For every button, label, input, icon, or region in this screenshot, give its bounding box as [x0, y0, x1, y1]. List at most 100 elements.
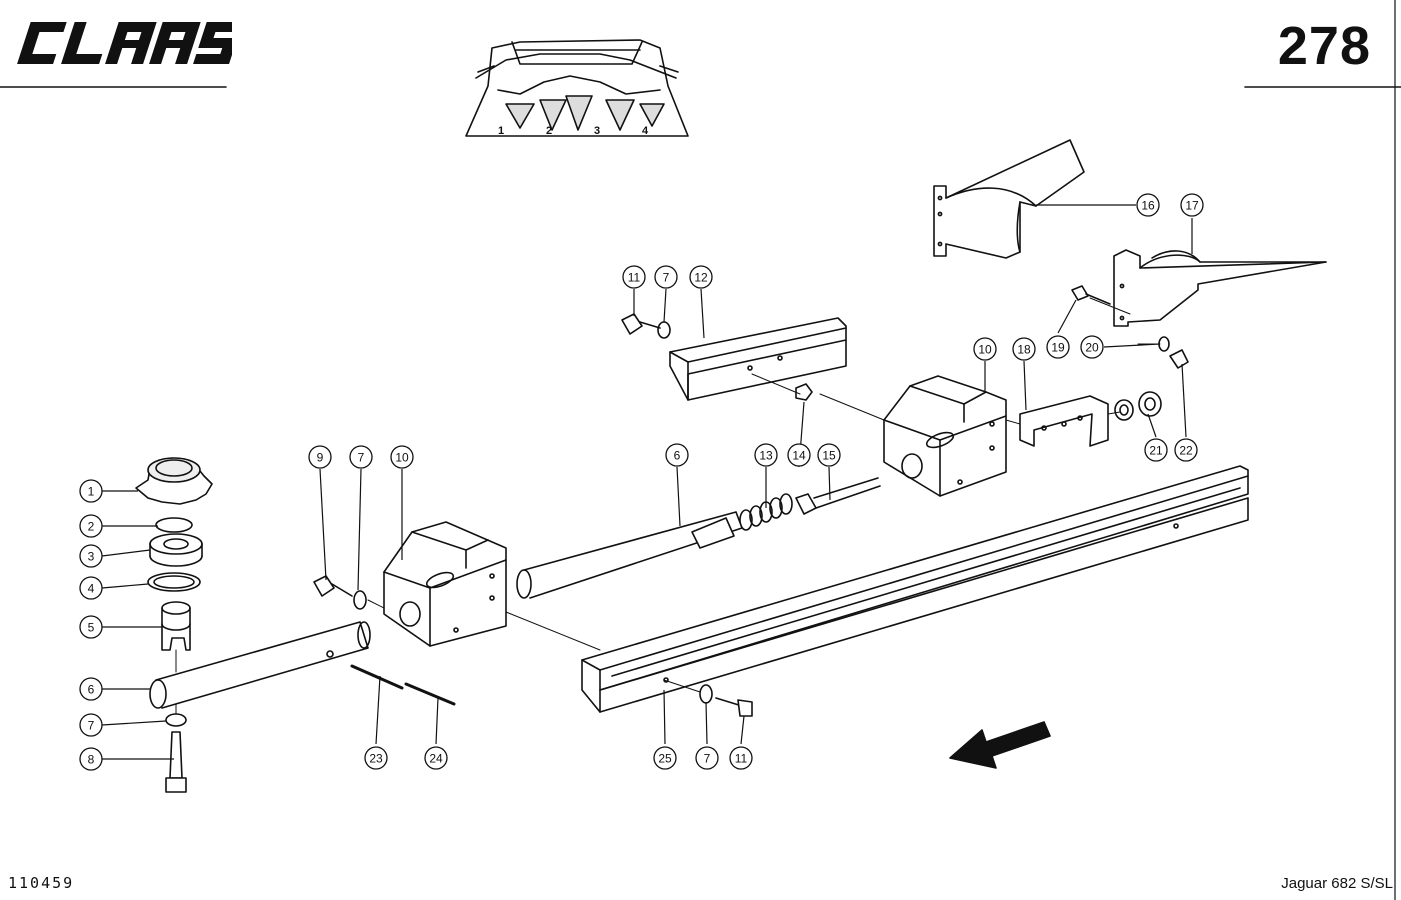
callout-label: 6: [88, 683, 95, 697]
callout-leaders: [101, 204, 1193, 760]
callout-label: 16: [1141, 199, 1155, 213]
callout-label: 9: [317, 451, 324, 465]
part-22-nut: [1138, 349, 1189, 417]
callout-marker: 7: [695, 746, 719, 770]
callout-marker: 7: [654, 265, 678, 289]
overview-row-label: 4: [642, 125, 649, 137]
callout-circle: [390, 445, 414, 469]
callout-marker: 12: [689, 265, 713, 289]
callout-marker: 16: [1136, 193, 1160, 217]
model-designation: Jaguar 682 S/SL: [1281, 875, 1393, 892]
callout-marker: 1: [79, 479, 103, 503]
part-17-shield: [1113, 249, 1327, 327]
callout-circle: [364, 746, 388, 770]
callout-marker: 21: [1144, 438, 1168, 462]
part-4-circlip: [147, 572, 201, 592]
callout-label: 6: [674, 449, 681, 463]
callout-marker: 15: [817, 443, 841, 467]
callout-label: 12: [694, 271, 708, 285]
callout-label: 23: [369, 752, 383, 766]
callout-marker: 10: [973, 337, 997, 361]
callout-label: 10: [395, 451, 409, 465]
part-7-washer: [165, 713, 187, 727]
callout-marker: 2: [79, 514, 103, 538]
claas-logo: [17, 22, 232, 64]
callout-circle: [695, 746, 719, 770]
callout-label: 17: [1185, 199, 1199, 213]
callout-circle: [1144, 438, 1168, 462]
callout-circle: [729, 746, 753, 770]
document-number: 110459: [8, 874, 75, 892]
callout-marker: 7: [79, 713, 103, 737]
callout-label: 11: [628, 271, 641, 285]
part-24-pin: [404, 682, 456, 706]
callout-marker: 6: [79, 677, 103, 701]
callout-circle: [654, 265, 678, 289]
callout-marker: 8: [79, 747, 103, 771]
part-3-bearing: [149, 533, 203, 567]
callout-circle: [1080, 335, 1104, 359]
part-19-bolt: [1071, 285, 1111, 305]
callout-label: 4: [88, 582, 95, 596]
callout-circle: [817, 443, 841, 467]
part-6-lower-shaft: [149, 621, 371, 709]
part-10-upper-housing: [883, 375, 1007, 497]
callout-label: 15: [822, 449, 836, 463]
callout-marker: 18: [1012, 337, 1036, 361]
callout-circle: [79, 544, 103, 568]
callout-circle: [622, 265, 646, 289]
callout-circle: [79, 713, 103, 737]
callout-label: 7: [358, 451, 365, 465]
callout-marker: 17: [1180, 193, 1204, 217]
callout-marker: 13: [754, 443, 778, 467]
part-12-angle-bracket: [669, 317, 847, 401]
callout-circle: [79, 747, 103, 771]
part-6-upper-shaft: [516, 511, 743, 599]
callout-circle: [665, 443, 689, 467]
part-11-bolt: [621, 313, 661, 335]
callout-marker: 6: [665, 443, 689, 467]
callout-label: 24: [429, 752, 443, 766]
callout-circle: [754, 443, 778, 467]
callout-circle: [787, 443, 811, 467]
part-15-threaded-rod: [795, 477, 881, 515]
callout-label: 19: [1051, 341, 1065, 355]
callout-circle: [1136, 193, 1160, 217]
part-7-washer: [699, 684, 713, 704]
callout-label: 5: [88, 621, 95, 635]
callout-label: 22: [1179, 444, 1193, 458]
callout-marker: 5: [79, 615, 103, 639]
part-8-bolt: [165, 731, 187, 793]
callout-marker: 22: [1174, 438, 1198, 462]
callout-circle: [79, 514, 103, 538]
callout-marker: 25: [653, 746, 677, 770]
part-7-washer: [657, 321, 671, 339]
header-overview-sketch: [465, 39, 689, 137]
callout-marker: 9: [308, 445, 332, 469]
part-14-nut: [795, 383, 813, 401]
callout-label: 1: [88, 485, 95, 499]
part-10-lower-housing: [383, 521, 507, 647]
callout-label: 18: [1017, 343, 1031, 357]
callout-circle: [308, 445, 332, 469]
part-16-shield: [933, 139, 1085, 259]
callout-circle: [79, 576, 103, 600]
callout-circle: [1012, 337, 1036, 361]
callout-circle: [653, 746, 677, 770]
callout-circle: [973, 337, 997, 361]
callout-label: 7: [88, 719, 95, 733]
overview-row-label: 2: [546, 125, 552, 137]
callout-label: 10: [978, 343, 992, 357]
part-7-washer: [353, 590, 367, 610]
callout-circle: [79, 479, 103, 503]
callout-marker: 3: [79, 544, 103, 568]
part-18-angle-plate: [1019, 395, 1109, 447]
callout-marker: 10: [390, 445, 414, 469]
callout-label: 11: [735, 752, 748, 766]
callout-label: 14: [792, 449, 806, 463]
part-9-bolt: [313, 575, 353, 597]
callout-circle: [1046, 335, 1070, 359]
